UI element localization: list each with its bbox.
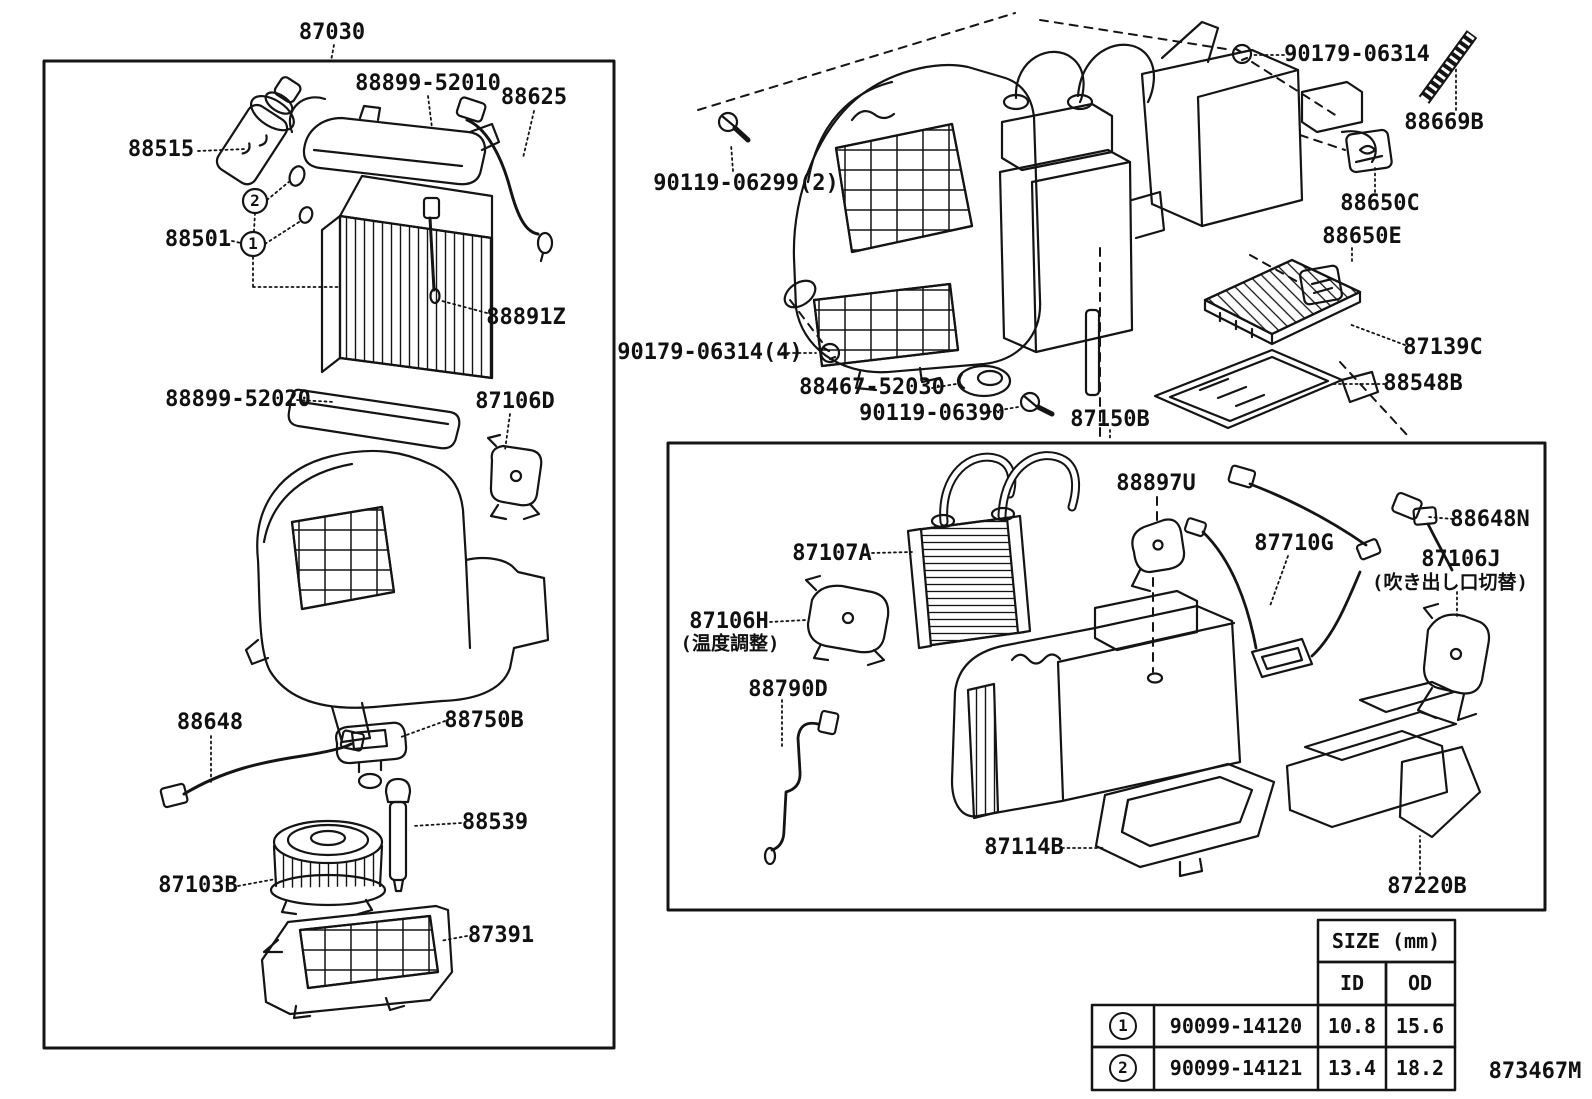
part-label-90119-06299: 90119-06299(2): [653, 171, 839, 196]
size-table-row2-part: 90099-14121: [1169, 1056, 1303, 1080]
connector-88648N-drawing: [1391, 491, 1454, 572]
part-label-88891Z: 88891Z: [486, 305, 566, 330]
part-label-87710G: 87710G: [1254, 531, 1334, 556]
part-label-88899-52010: 88899-52010: [355, 71, 501, 96]
clip-88650C-drawing: [1345, 128, 1393, 174]
sensor-88897U-drawing: [1130, 518, 1186, 684]
size-table-row2-num: 2: [1118, 1058, 1128, 1077]
size-table-row2-id: 13.4: [1327, 1056, 1377, 1080]
part-label-87139C: 87139C: [1403, 335, 1483, 360]
duct-87220B-drawing: [1285, 680, 1482, 839]
servo-87106D-drawing: [486, 433, 543, 521]
blower-fan-drawing: [269, 819, 387, 916]
part-label-88650E: 88650E: [1322, 224, 1402, 249]
thermistor-drawing: [422, 196, 441, 305]
stud-88669B-drawing: [1418, 30, 1478, 104]
wire-88790D-drawing: [763, 710, 840, 866]
main-evaporator-case-drawing: [998, 43, 1166, 397]
part-label-87103B: 87103B: [158, 873, 238, 898]
lower-insert-drawing: [287, 388, 461, 450]
rod-88539-drawing: [384, 777, 412, 893]
part-label-87106H: 87106H: [689, 609, 769, 634]
heater-core-87107A-drawing: [906, 451, 1080, 650]
harness-87710G-drawing: [1183, 464, 1382, 679]
part-label-87106J: 87106J: [1421, 547, 1501, 572]
part-label-87220B: 87220B: [1387, 874, 1467, 899]
part-note-87106H: (温度調整): [680, 632, 780, 655]
drawing-number: 873467M: [1488, 1059, 1582, 1084]
filter-87139C-drawing: [1203, 258, 1362, 346]
part-note-87106J: (吹き出し口切替): [1372, 571, 1528, 594]
part-label-87150B: 87150B: [1070, 407, 1150, 432]
part-label-90119-06390: 90119-06390: [859, 401, 1005, 426]
part-label-88625: 88625: [500, 85, 568, 110]
tray-88548B-drawing: [1153, 348, 1380, 430]
servo-87106H-drawing: [804, 574, 890, 667]
part-label-88501: 88501: [164, 227, 232, 252]
part-label-87114B: 87114B: [984, 835, 1064, 860]
size-table-row1-num: 1: [1118, 1016, 1128, 1035]
wire-88648-drawing: [159, 729, 365, 809]
part-label-88548B: 88548B: [1383, 371, 1463, 396]
part-label-87391: 87391: [467, 923, 535, 948]
part-label-90179-06314: 90179-06314: [1284, 42, 1430, 67]
part-label-88899-52020: 88899-52020: [165, 387, 311, 412]
resistor-88750B-drawing: [335, 721, 408, 790]
construction-dashed-lines: [697, 12, 1409, 673]
part-label-88650C: 88650C: [1340, 191, 1420, 216]
heater-case-drawing: [950, 589, 1242, 820]
nut-90179-06314-4-drawing: [819, 342, 841, 364]
size-table-row1-id: 10.8: [1327, 1014, 1377, 1038]
right-box-frame: [666, 441, 1547, 912]
leader-lines: [197, 44, 1458, 942]
part-label-87030: 87030: [298, 20, 366, 45]
duct-87114B-drawing: [1094, 762, 1276, 878]
lower-case-87391-drawing: [260, 904, 454, 1020]
main-blower-housing-drawing: [783, 64, 1042, 392]
callout-2: 2: [250, 191, 260, 210]
nut-90179-06314-drawing: [1231, 43, 1253, 65]
screw-90119-06390-drawing: [1019, 391, 1055, 417]
part-label-88515: 88515: [127, 137, 195, 162]
part-label-88750B: 88750B: [444, 708, 524, 733]
part-label-88648: 88648: [176, 710, 244, 735]
size-table-row1-part: 90099-14120: [1169, 1014, 1303, 1038]
screw-90119-06299-drawing: [717, 111, 751, 143]
part-label-88648N: 88648N: [1450, 507, 1530, 532]
part-label-88467-52030: 88467-52030: [799, 375, 945, 400]
part-label-88790D: 88790D: [748, 677, 828, 702]
servo-87106J-drawing: [1416, 602, 1491, 722]
part-label-88897U: 88897U: [1116, 471, 1196, 496]
part-label-88669B: 88669B: [1404, 110, 1484, 135]
grommet-88467-drawing: [956, 364, 1012, 398]
size-table-row1-od: 15.6: [1395, 1014, 1445, 1038]
part-label-87106D: 87106D: [475, 389, 555, 414]
size-table-col-id: ID: [1339, 971, 1365, 995]
size-table-header: SIZE (mm): [1331, 929, 1441, 953]
part-label-88539: 88539: [461, 810, 529, 835]
blower-case-drawing: [244, 449, 550, 744]
expansion-valve-drawing: [215, 76, 302, 186]
upper-duct-drawing: [289, 96, 501, 186]
size-table-col-od: OD: [1407, 971, 1433, 995]
part-label-90179-06314-4: 90179-06314(4): [617, 340, 803, 365]
callout-1: 1: [248, 234, 258, 253]
evaporator-drawing: [320, 174, 494, 380]
size-table-grid: [1090, 918, 1457, 1092]
left-box-frame: [42, 59, 616, 1050]
wire-88625-drawing: [455, 96, 554, 263]
part-label-87107A: 87107A: [792, 541, 872, 566]
size-table-row2-od: 18.2: [1395, 1056, 1445, 1080]
